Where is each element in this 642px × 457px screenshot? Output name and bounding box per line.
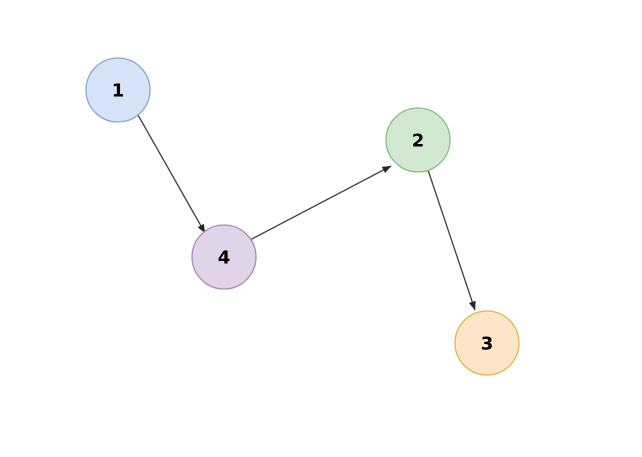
edge-4-to-2[interactable] (249, 165, 392, 241)
edge-1-to-4[interactable] (137, 114, 206, 234)
node-label-3: 3 (481, 334, 494, 355)
nodes-layer: 1 2 3 4 (85, 57, 520, 376)
node-4[interactable]: 4 (191, 224, 257, 290)
node-1[interactable]: 1 (85, 57, 151, 123)
node-label-4: 4 (218, 248, 231, 269)
node-circle-2[interactable] (385, 107, 451, 173)
node-label-1: 1 (112, 81, 125, 102)
node-circle-4[interactable] (191, 224, 257, 290)
node-circle-1[interactable] (85, 57, 151, 123)
edge-2-to-3[interactable] (427, 169, 476, 311)
node-2[interactable]: 2 (385, 107, 451, 173)
node-circle-3[interactable] (454, 310, 520, 376)
edges-layer (137, 114, 476, 311)
node-3[interactable]: 3 (454, 310, 520, 376)
node-label-2: 2 (412, 131, 425, 152)
